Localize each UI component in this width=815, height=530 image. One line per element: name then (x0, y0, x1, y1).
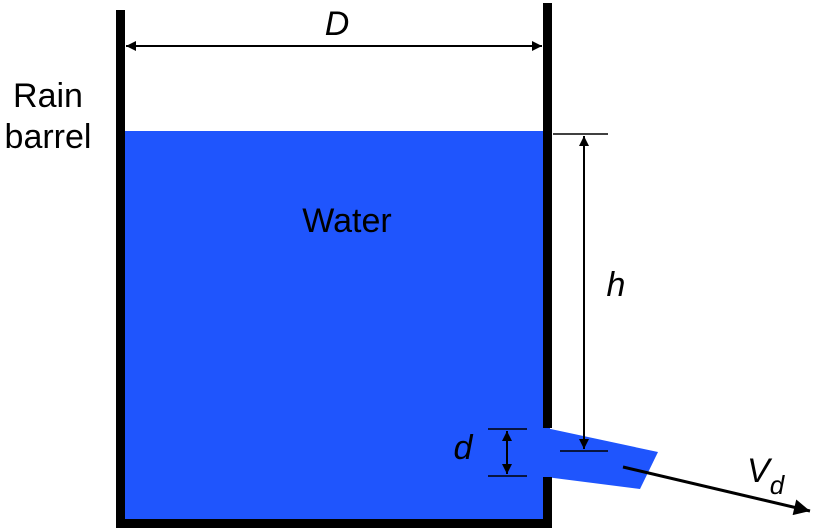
velocity-label-subscript: d (770, 470, 786, 500)
water-body (120, 131, 550, 521)
barrel-bottom (116, 519, 552, 528)
velocity-label: Vd (747, 452, 786, 500)
barrel-right-wall-upper (543, 3, 552, 428)
diameter-label: D (325, 5, 350, 43)
spout-diameter-label: d (454, 429, 474, 467)
rain-barrel-label-line1: Rain (13, 77, 83, 115)
barrel-left-wall (116, 10, 125, 528)
rain-barrel-label-line2: barrel (5, 118, 92, 156)
barrel-right-wall-lower (543, 477, 552, 528)
water-label: Water (302, 202, 391, 240)
height-label: h (607, 266, 626, 304)
velocity-label-base: V (747, 452, 773, 490)
outflow-spout (546, 428, 658, 489)
velocity-arrow (622, 465, 811, 516)
